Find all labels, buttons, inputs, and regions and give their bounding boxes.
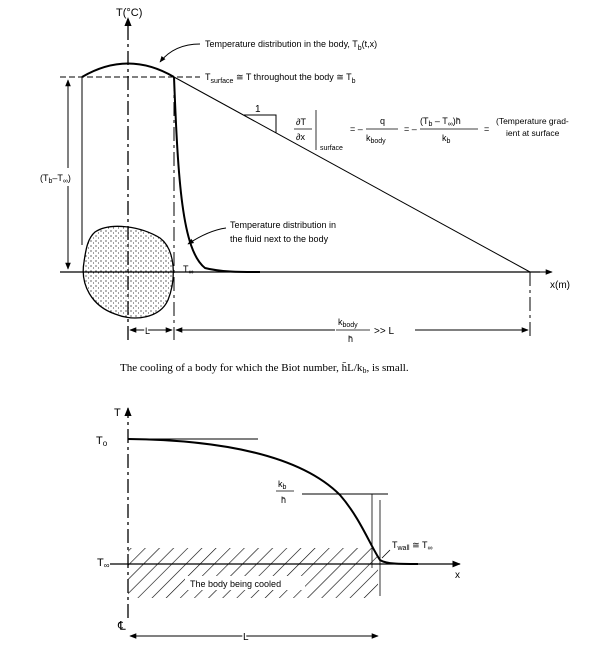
- label-body-dist: Temperature distribution in the body, Tb…: [205, 39, 377, 52]
- body-temp-curve: [81, 62, 175, 78]
- svg-text:= –: = –: [350, 124, 363, 134]
- label-T-inf-bottom: T∞: [97, 557, 110, 570]
- surface-gradient-equation: ∂T ∂x surface = – q kbody = – (Tb – T∞)h…: [294, 110, 569, 152]
- svg-text:>> L: >> L: [374, 326, 394, 337]
- svg-text:kbody: kbody: [338, 317, 358, 329]
- svg-text:∂x: ∂x: [296, 132, 305, 142]
- slope-triangle: [244, 114, 277, 133]
- cooled-body: [128, 548, 378, 598]
- svg-text:∂T: ∂T: [296, 117, 306, 127]
- dim-L-top-label: L: [145, 326, 150, 336]
- svg-text:= –: = –: [404, 124, 417, 134]
- label-T0: To: [96, 435, 108, 448]
- svg-text:surface: surface: [320, 145, 343, 152]
- centerline-symbol: ℄: [117, 619, 126, 633]
- dim-temp-diff-label: (Tb–T∞): [40, 173, 71, 185]
- label-T-inf-top: T∞: [183, 264, 194, 276]
- cooled-body-label: The body being cooled: [190, 579, 281, 589]
- svg-text:h̄: h̄: [348, 334, 353, 344]
- bottom-diagram: T The body being cooled x To T∞ kb h̄ Tw…: [96, 407, 461, 645]
- top-x-axis-label: x(m): [550, 280, 570, 291]
- body-shape: [82, 225, 174, 319]
- top-y-axis-label: T(°C): [116, 7, 142, 19]
- svg-text:(Temperature grad-: (Temperature grad-: [496, 116, 569, 126]
- bottom-y-axis-label: T: [114, 407, 121, 419]
- figure-caption: The cooling of a body for which the Biot…: [120, 362, 409, 375]
- svg-text:h̄: h̄: [281, 495, 286, 505]
- label-T-wall: Twall ≅ T∞: [392, 540, 432, 552]
- bottom-temp-profile: [127, 438, 419, 565]
- svg-text:kb: kb: [278, 479, 287, 491]
- svg-text:kb: kb: [442, 133, 451, 145]
- tangent-line: [173, 76, 531, 273]
- label-fluid-dist: Temperature distribution in the fluid ne…: [230, 220, 339, 244]
- bottom-x-axis-label: x: [455, 570, 460, 581]
- slope-one: 1: [255, 104, 261, 115]
- label-kb-over-h: kb h̄: [276, 479, 294, 505]
- fluid-temp-curve: [173, 76, 261, 273]
- top-diagram: T(°C) x(m) 1 Temperature distribution in…: [40, 7, 570, 348]
- svg-text:ient at surface: ient at surface: [506, 128, 560, 138]
- svg-text:=: =: [484, 124, 489, 134]
- dim-L-bottom-label: L: [243, 632, 249, 643]
- label-surface-temp: Tsurface ≅ T throughout the body ≅ Tb: [205, 72, 356, 85]
- svg-text:(Tb – T∞)h̄: (Tb – T∞)h̄: [420, 116, 461, 128]
- svg-text:kbody: kbody: [366, 133, 386, 145]
- svg-text:q: q: [380, 116, 385, 126]
